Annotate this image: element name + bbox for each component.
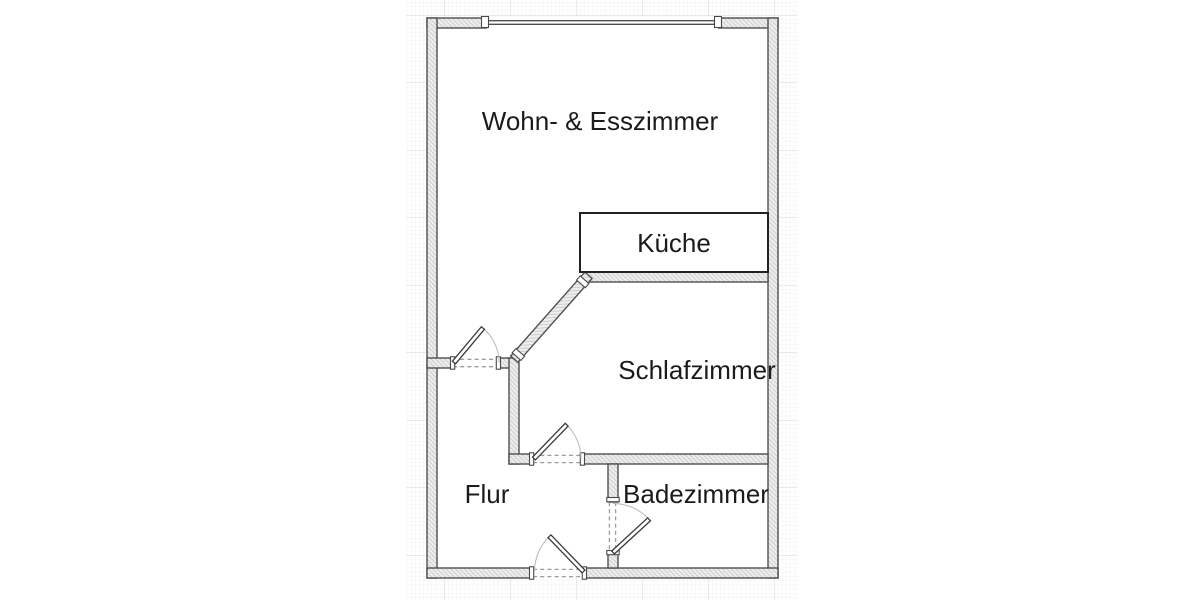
wall-bottom-right bbox=[582, 567, 779, 579]
window-top bbox=[480, 15, 723, 30]
wall-right bbox=[767, 17, 779, 579]
door-bedroom-jamb-right bbox=[579, 452, 586, 466]
window-cap-left bbox=[480, 15, 490, 29]
wall-diagonal-cap-bottom bbox=[511, 347, 526, 362]
wall-kitchen-bottom bbox=[583, 271, 769, 283]
room-label-flur: Flur bbox=[465, 479, 510, 509]
door-entrance-jamb-left bbox=[528, 566, 535, 580]
window-cap-right bbox=[713, 15, 723, 29]
wall-diagonal-cap-top bbox=[575, 275, 590, 289]
door-bathroom-swing-arc bbox=[612, 502, 650, 520]
door-livingroom bbox=[449, 325, 502, 370]
apartment-floor bbox=[427, 18, 778, 578]
door-livingroom-leaf bbox=[451, 325, 486, 365]
wall-diagonal-band bbox=[509, 271, 594, 364]
room-labels: Wohn- & Esszimmer Küche Schlafzimmer Flu… bbox=[465, 106, 776, 509]
door-livingroom-swing-arc bbox=[482, 327, 500, 363]
window-opening bbox=[487, 16, 718, 30]
wall-diagonal bbox=[509, 271, 594, 364]
door-bedroom-jamb-left bbox=[528, 452, 535, 466]
door-entrance-leaf bbox=[547, 533, 586, 574]
room-label-wohn-esszimmer: Wohn- & Esszimmer bbox=[482, 106, 719, 136]
wall-hall-top-a bbox=[426, 357, 454, 369]
door-bathroom-leaf bbox=[610, 516, 652, 555]
wall-bathroom-divider-a bbox=[607, 463, 619, 503]
wall-bottom-left bbox=[426, 567, 534, 579]
door-entrance bbox=[528, 533, 588, 580]
room-label-badezimmer: Badezimmer bbox=[623, 479, 769, 509]
door-entrance-swing-arc bbox=[534, 535, 550, 572]
wall-hall-bedroom-divider bbox=[508, 357, 520, 465]
kitchen-area-box bbox=[579, 212, 769, 273]
door-bathroom-jamb-top bbox=[606, 496, 620, 503]
door-bedroom-leaf bbox=[531, 422, 570, 461]
wall-left bbox=[426, 17, 438, 579]
door-bedroom-swing-arc bbox=[566, 424, 582, 459]
wall-bedroom-bottom-b bbox=[580, 453, 769, 465]
inner-walls bbox=[426, 271, 769, 569]
room-label-kueche: Küche bbox=[637, 228, 711, 258]
room-label-schlafzimmer: Schlafzimmer bbox=[618, 355, 776, 385]
door-bedroom bbox=[528, 422, 586, 466]
outer-walls bbox=[426, 17, 779, 579]
door-bathroom bbox=[606, 496, 652, 556]
